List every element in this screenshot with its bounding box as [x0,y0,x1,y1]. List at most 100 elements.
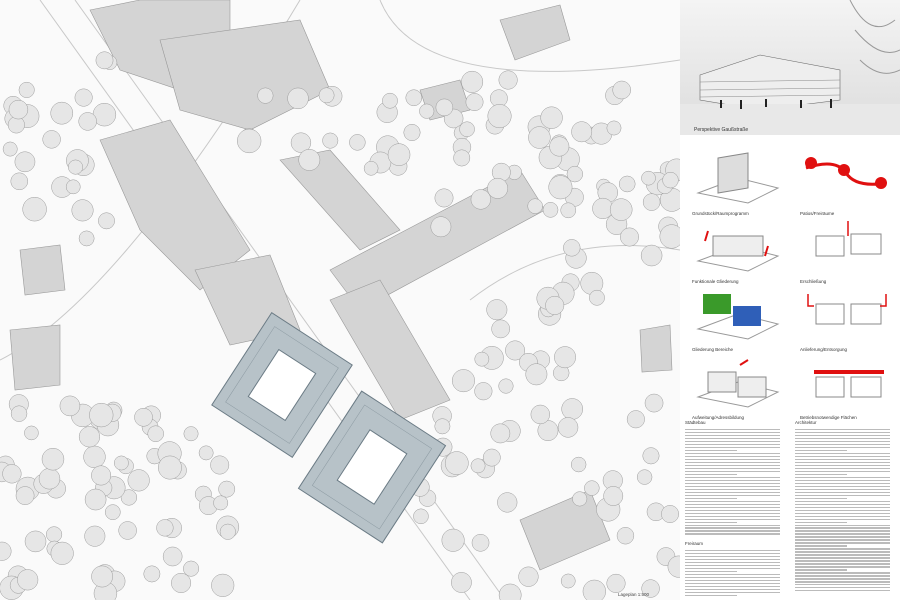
diagram-graphic [696,294,780,340]
tree [603,486,624,506]
text-line [685,579,780,581]
tree [642,447,660,465]
tree [606,573,626,593]
text-line [795,554,890,556]
tree [413,508,429,525]
text-line [685,518,780,520]
tree [349,134,366,151]
diagram-graphic [696,359,780,408]
tree [322,132,339,149]
tree [474,382,493,401]
tree [156,519,174,537]
perspective-rendering [680,0,900,135]
tree [22,196,47,222]
tree [571,121,593,143]
tree [616,527,635,545]
tree [298,149,321,171]
tree [444,451,469,475]
existing-building [9,324,61,391]
diagram-8: Betriebsnotwendige Flächen [796,352,896,420]
tree [470,458,486,474]
diagram-graphic [815,221,882,257]
text-line [795,563,890,565]
tree [486,299,508,321]
tree [8,99,29,120]
tree [465,93,484,111]
tree [589,289,605,306]
text-line [795,452,890,455]
text-line [685,470,780,473]
text-line [685,485,780,487]
tree [143,565,161,583]
text-line [795,437,890,440]
tree [104,504,121,520]
text-line [795,491,890,493]
tree [68,159,83,175]
text-line [795,440,890,443]
tree [527,198,543,214]
tree [403,124,421,141]
tree [24,530,47,553]
tree [74,88,93,107]
tree [46,526,63,543]
text-line [685,437,780,440]
tree [606,120,622,136]
text-line [795,488,890,490]
tree [471,534,490,552]
tree [528,126,551,149]
text-line [685,491,780,493]
text-line [685,555,780,558]
tree [452,369,475,393]
existing-building [519,489,611,571]
tree [557,417,579,438]
text-line [795,530,890,532]
text-line [685,479,780,482]
tree [147,425,164,442]
text-line [795,485,890,487]
text-line [795,512,890,514]
text-line [685,455,780,458]
text-line [795,476,890,479]
tree [387,143,411,166]
diagram-5: Gliederung Bereiche [688,284,788,352]
tree [434,188,454,208]
text-line [685,533,780,535]
diagram-caption: Erschließung [800,279,827,284]
text-line [795,494,890,496]
text-line [685,440,780,443]
tree [2,464,22,484]
road-curve [379,0,681,72]
text-line [795,467,890,470]
tree [213,495,229,511]
tree [592,197,614,219]
tree [183,560,200,577]
text-line [795,500,890,502]
tree [59,395,81,417]
tree [572,491,588,507]
text-line [685,449,738,452]
tree [41,448,65,471]
text-line [685,500,780,502]
diagram-graphic [696,230,780,272]
text-line [685,458,780,461]
tree [570,456,587,473]
tree [636,469,653,485]
text-line [795,581,890,583]
tree [158,455,182,480]
tree [382,92,398,109]
text-line [685,461,780,464]
text-line [795,458,890,461]
text-line [795,575,890,577]
text-line [685,512,780,514]
text-line [795,527,890,529]
tree [560,202,577,219]
tree [18,81,35,98]
text-line [685,488,780,490]
tree [482,448,501,467]
tree [640,244,663,267]
diagram-caption: Anlieferung/Entsorgung [800,347,848,352]
text-line [685,509,780,511]
tree [662,171,679,189]
text-line [795,590,890,592]
text-line [685,521,738,523]
